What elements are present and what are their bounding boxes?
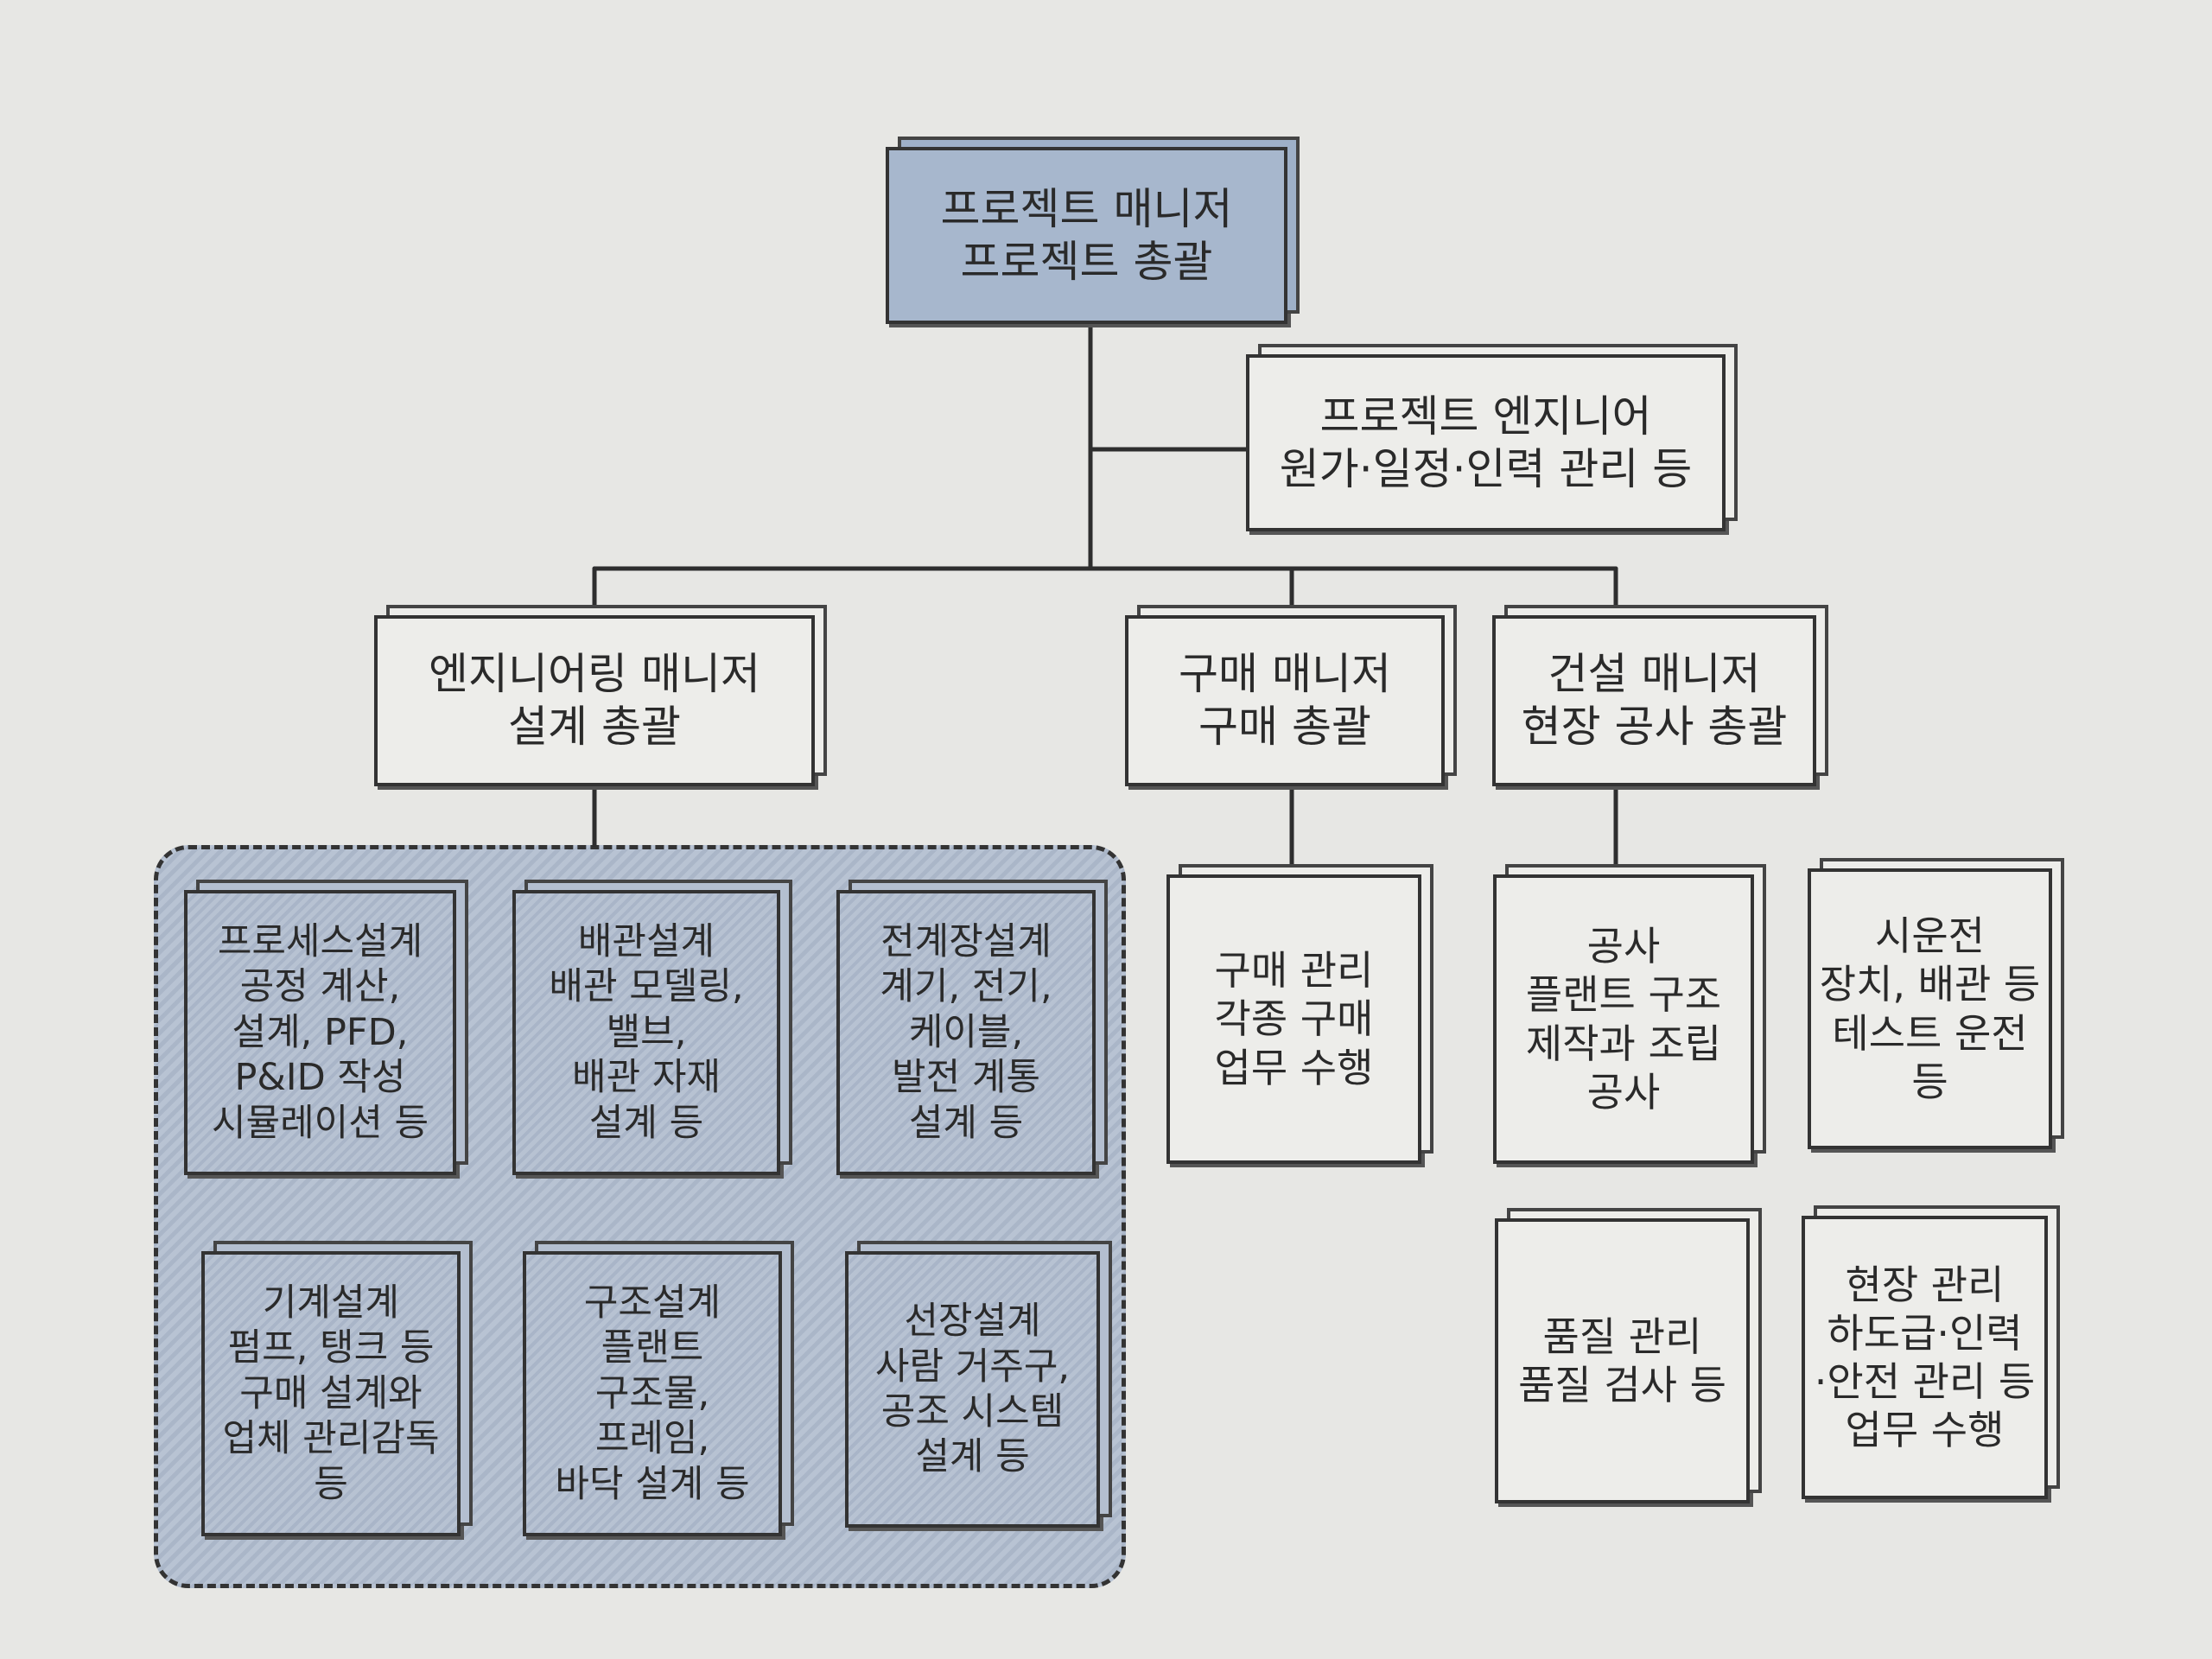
node-line: 펌프, 탱크 등	[227, 1326, 435, 1370]
node-title: 현장 관리	[1845, 1261, 2005, 1308]
quality-management-box: 품질 관리 품질 검사 등	[1495, 1218, 1750, 1503]
node-line: 공조 시스템	[880, 1390, 1065, 1433]
project-manager-box: 프로젝트 매니저 프로젝트 총괄	[886, 147, 1287, 324]
node-title: 프로젝트 엔지니어	[1319, 391, 1652, 442]
node-line: 각종 구매	[1214, 995, 1374, 1043]
structural-design-box: 구조설계 플랜트 구조물, 프레임, 바닥 설계 등	[523, 1251, 782, 1536]
node-line: 제작과 조립	[1525, 1020, 1722, 1067]
node-line: 플랜트	[601, 1326, 704, 1370]
node-desc: 구매 총괄	[1198, 702, 1371, 752]
node-line: 등	[1911, 1058, 1948, 1105]
node-title: 공사	[1586, 923, 1661, 970]
project-engineer-box: 프로젝트 엔지니어 원가·일정·인력 관리 등	[1246, 354, 1726, 531]
engineering-manager-box: 엔지니어링 매니저 설계 총괄	[374, 615, 815, 786]
node-line: 사람 거주구,	[874, 1344, 1071, 1389]
node-line: 업무 수행	[1214, 1044, 1374, 1091]
piping-design-box: 배관설계 배관 모델링, 밸브, 배관 자재 설계 등	[512, 890, 780, 1175]
node-line: 구조물,	[594, 1371, 710, 1415]
node-title: 건설 매니저	[1548, 649, 1761, 699]
node-line: 바닥 설계 등	[555, 1462, 750, 1506]
procurement-manager-box: 구매 매니저 구매 총괄	[1125, 615, 1445, 786]
node-line: P&ID 작성	[234, 1056, 406, 1100]
node-title: 프로세스설계	[217, 919, 423, 963]
process-design-box: 프로세스설계 공정 계산, 설계, PFD, P&ID 작성 시뮬레이션 등	[184, 890, 456, 1175]
node-line: 테스트 운전	[1832, 1009, 2028, 1057]
node-line: 계기, 전기,	[880, 965, 1052, 1009]
node-title: 기계설계	[262, 1281, 400, 1325]
node-title: 전계장설계	[880, 919, 1052, 963]
node-title: 프로젝트 매니저	[940, 183, 1233, 234]
node-line: ·안전 관리 등	[1814, 1358, 2036, 1405]
node-desc: 현장 공사 총괄	[1521, 702, 1788, 752]
node-desc: 원가·일정·인력 관리 등	[1279, 443, 1693, 494]
node-desc: 프로젝트 총괄	[960, 236, 1213, 287]
node-line: 하도급·인력	[1827, 1309, 2023, 1357]
node-line: 배관 모델링,	[549, 965, 744, 1009]
node-line: 품질 검사 등	[1518, 1362, 1726, 1408]
node-desc: 설계 총괄	[508, 702, 681, 752]
node-title: 배관설계	[577, 919, 715, 963]
outfitting-design-box: 선장설계 사람 거주구, 공조 시스템 설계 등	[845, 1251, 1100, 1528]
construction-manager-box: 건설 매니저 현장 공사 총괄	[1492, 615, 1816, 786]
node-line: 등	[314, 1462, 348, 1506]
mechanical-design-box: 기계설계 펌프, 탱크 등 구매 설계와 업체 관리감독 등	[201, 1251, 461, 1536]
node-line: 장치, 배관 등	[1819, 961, 2041, 1008]
electrical-instrumentation-design-box: 전계장설계 계기, 전기, 케이블, 발전 계통 설계 등	[836, 890, 1096, 1175]
construction-box: 공사 플랜트 구조 제작과 조립 공사	[1493, 874, 1754, 1164]
node-line: 공정 계산,	[239, 965, 401, 1009]
commissioning-box: 시운전 장치, 배관 등 테스트 운전 등	[1808, 868, 2052, 1149]
node-title: 선장설계	[904, 1300, 1041, 1344]
node-line: 업무 수행	[1845, 1407, 2005, 1454]
node-title: 구조설계	[583, 1281, 721, 1325]
node-line: 공사	[1586, 1068, 1661, 1116]
node-title: 시운전	[1875, 912, 1985, 960]
node-line: 발전 계통	[892, 1056, 1040, 1100]
procurement-management-box: 구매 관리 각종 구매 업무 수행	[1166, 874, 1421, 1164]
node-line: 업체 관리감독	[222, 1417, 440, 1461]
node-line: 설계 등	[915, 1435, 1030, 1479]
node-line: 설계, PFD,	[232, 1010, 409, 1054]
node-title: 엔지니어링 매니저	[429, 649, 760, 699]
node-line: 배관 자재	[572, 1056, 721, 1100]
node-title: 구매 관리	[1214, 947, 1374, 995]
node-line: 설계 등	[588, 1101, 704, 1145]
node-line: 밸브,	[606, 1010, 687, 1054]
node-line: 설계 등	[908, 1101, 1024, 1145]
node-line: 프레임,	[594, 1417, 710, 1461]
site-management-box: 현장 관리 하도급·인력 ·안전 관리 등 업무 수행	[1802, 1216, 2048, 1499]
node-title: 구매 매니저	[1179, 649, 1391, 699]
node-line: 플랜트 구조	[1525, 971, 1722, 1019]
node-line: 케이블,	[908, 1010, 1024, 1054]
node-line: 시뮬레이션 등	[211, 1101, 429, 1145]
node-line: 구매 설계와	[239, 1371, 423, 1415]
node-title: 품질 관리	[1542, 1313, 1702, 1360]
